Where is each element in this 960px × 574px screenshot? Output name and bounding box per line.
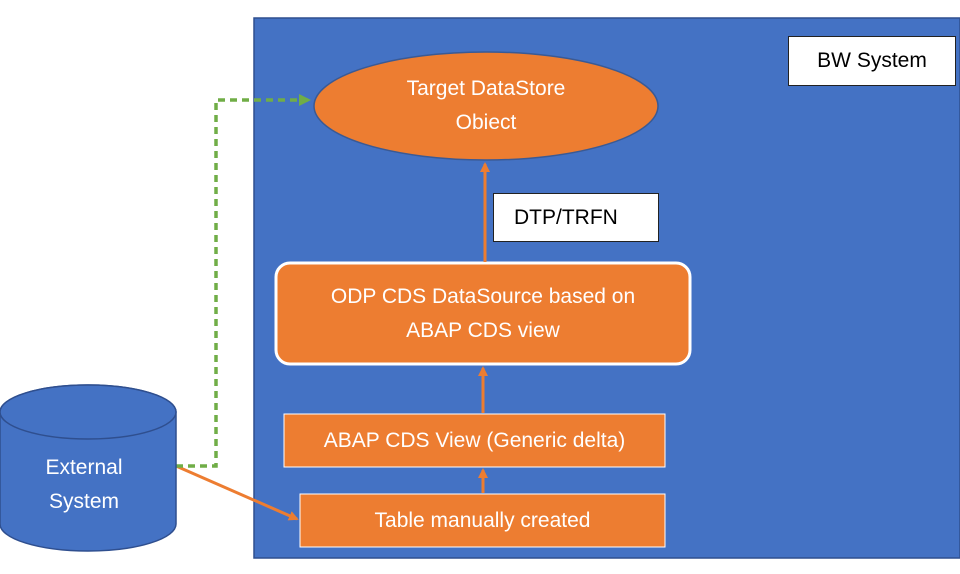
external-system-node[interactable]	[0, 384, 177, 552]
odp-datasource-text: ODP CDS DataSource based on ABAP CDS vie…	[276, 280, 690, 348]
arrow-external-to-table	[175, 464, 299, 521]
external-system-line1: External	[45, 456, 123, 479]
odp-datasource-line1: ODP CDS DataSource based on	[330, 285, 636, 308]
bw-system-label: BW System	[817, 49, 927, 72]
target-datastore-node[interactable]	[313, 51, 659, 161]
target-datastore-line1: Target DataStore	[406, 77, 566, 100]
odp-datasource-node[interactable]	[274, 261, 692, 366]
abap-cds-view-text: ABAP CDS View (Generic delta)	[284, 424, 665, 458]
external-system-text: External System	[0, 451, 168, 519]
external-system-line2: System	[48, 490, 119, 513]
odp-datasource-line2: ABAP CDS view	[406, 319, 560, 342]
table-text: Table manually created	[300, 504, 665, 538]
table-node[interactable]	[299, 493, 666, 548]
bw-system-label-box: BW System	[788, 36, 956, 86]
target-datastore-text: Target DataStore Obiect	[330, 72, 642, 140]
cylinder-top	[0, 384, 177, 440]
abap-cds-view-label: ABAP CDS View (Generic delta)	[323, 429, 626, 452]
dtp-trfn-label: DTP/TRFN	[514, 205, 618, 229]
abap-cds-view-node[interactable]	[283, 413, 666, 468]
dtp-trfn-label-box: DTP/TRFN	[493, 193, 659, 242]
dashed-external-to-target	[176, 94, 311, 468]
target-datastore-line2: Obiect	[455, 111, 517, 134]
table-label: Table manually created	[374, 509, 591, 532]
